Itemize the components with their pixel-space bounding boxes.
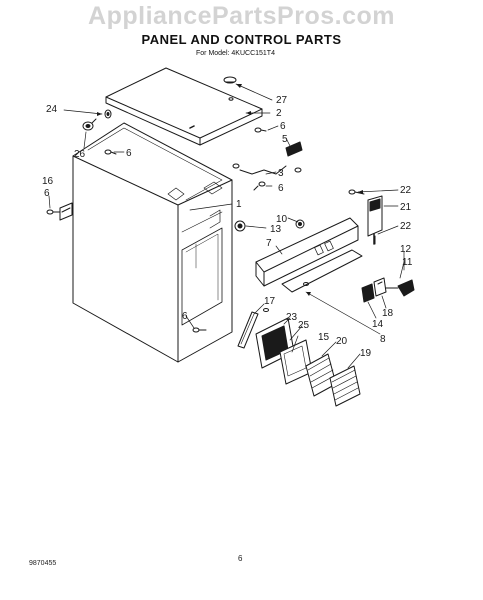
callout-19: 19 <box>360 348 372 359</box>
top-lid-panel <box>105 67 263 146</box>
cabinet-body <box>72 122 233 363</box>
callout-23: 23 <box>286 312 298 323</box>
louver-panel <box>329 365 361 407</box>
trim-strip <box>237 311 259 349</box>
callout-1: 1 <box>236 199 242 210</box>
switch-assembly <box>367 195 383 245</box>
screw-lid-right <box>254 127 267 133</box>
lid-plug-button <box>223 76 237 84</box>
control-knob-left <box>234 220 246 232</box>
callout-6-lid: 6 <box>280 121 286 132</box>
callout-26: 26 <box>74 149 86 160</box>
callout-6-cabinet: 6 <box>126 148 132 159</box>
callout-6-leg: 6 <box>44 188 50 199</box>
callout-17: 17 <box>264 296 276 307</box>
thermostat-knob <box>385 279 415 297</box>
left-leg-bracket <box>46 202 73 221</box>
cap-part <box>82 118 97 131</box>
watermark-text: AppliancePartsPros.com <box>88 2 395 30</box>
screw-trim <box>263 308 269 312</box>
callout-8: 8 <box>380 334 386 345</box>
callout-7: 7 <box>266 238 272 249</box>
thermostat-bracket <box>373 277 387 297</box>
document-number: 9870455 <box>29 560 57 567</box>
screw-cabinet-top <box>104 149 117 155</box>
hinge-spring <box>232 163 302 191</box>
callout-20: 20 <box>336 336 348 347</box>
control-knob-right <box>295 219 305 229</box>
callout-14: 14 <box>372 319 384 330</box>
leader-lines <box>48 83 405 369</box>
page-number: 6 <box>238 554 243 563</box>
screw-lower-left <box>192 327 207 333</box>
callout-12: 12 <box>400 244 412 255</box>
callout-3: 3 <box>278 168 284 179</box>
callout-6-spring: 6 <box>278 183 284 194</box>
front-grille <box>305 353 337 397</box>
callout-15: 15 <box>318 332 330 343</box>
control-panel <box>255 217 359 287</box>
callout-2: 2 <box>276 108 282 119</box>
callout-27: 27 <box>276 95 288 106</box>
callout-24: 24 <box>46 104 58 115</box>
callout-18: 18 <box>382 308 394 319</box>
callout-10: 10 <box>276 214 288 225</box>
lid-screw-small <box>228 97 234 101</box>
callout-5: 5 <box>282 134 288 145</box>
callout-6-lower: 6 <box>182 311 188 322</box>
model-subtitle: For Model: 4KUCC151T4 <box>196 50 275 57</box>
leader-arrowheads <box>97 84 363 296</box>
callout-21: 21 <box>400 202 412 213</box>
hinge-bracket <box>285 141 303 157</box>
page-title: PANEL AND CONTROL PARTS <box>141 32 342 47</box>
callout-11: 11 <box>402 257 413 268</box>
callout-13: 13 <box>270 224 282 235</box>
panel-bottom-plate <box>281 249 363 293</box>
clip-part <box>104 109 112 119</box>
callout-22-top: 22 <box>400 185 412 196</box>
callout-22-lower: 22 <box>400 221 412 232</box>
callout-16: 16 <box>42 176 54 187</box>
thermostat-clip <box>361 283 375 303</box>
callout-25: 25 <box>298 320 310 331</box>
